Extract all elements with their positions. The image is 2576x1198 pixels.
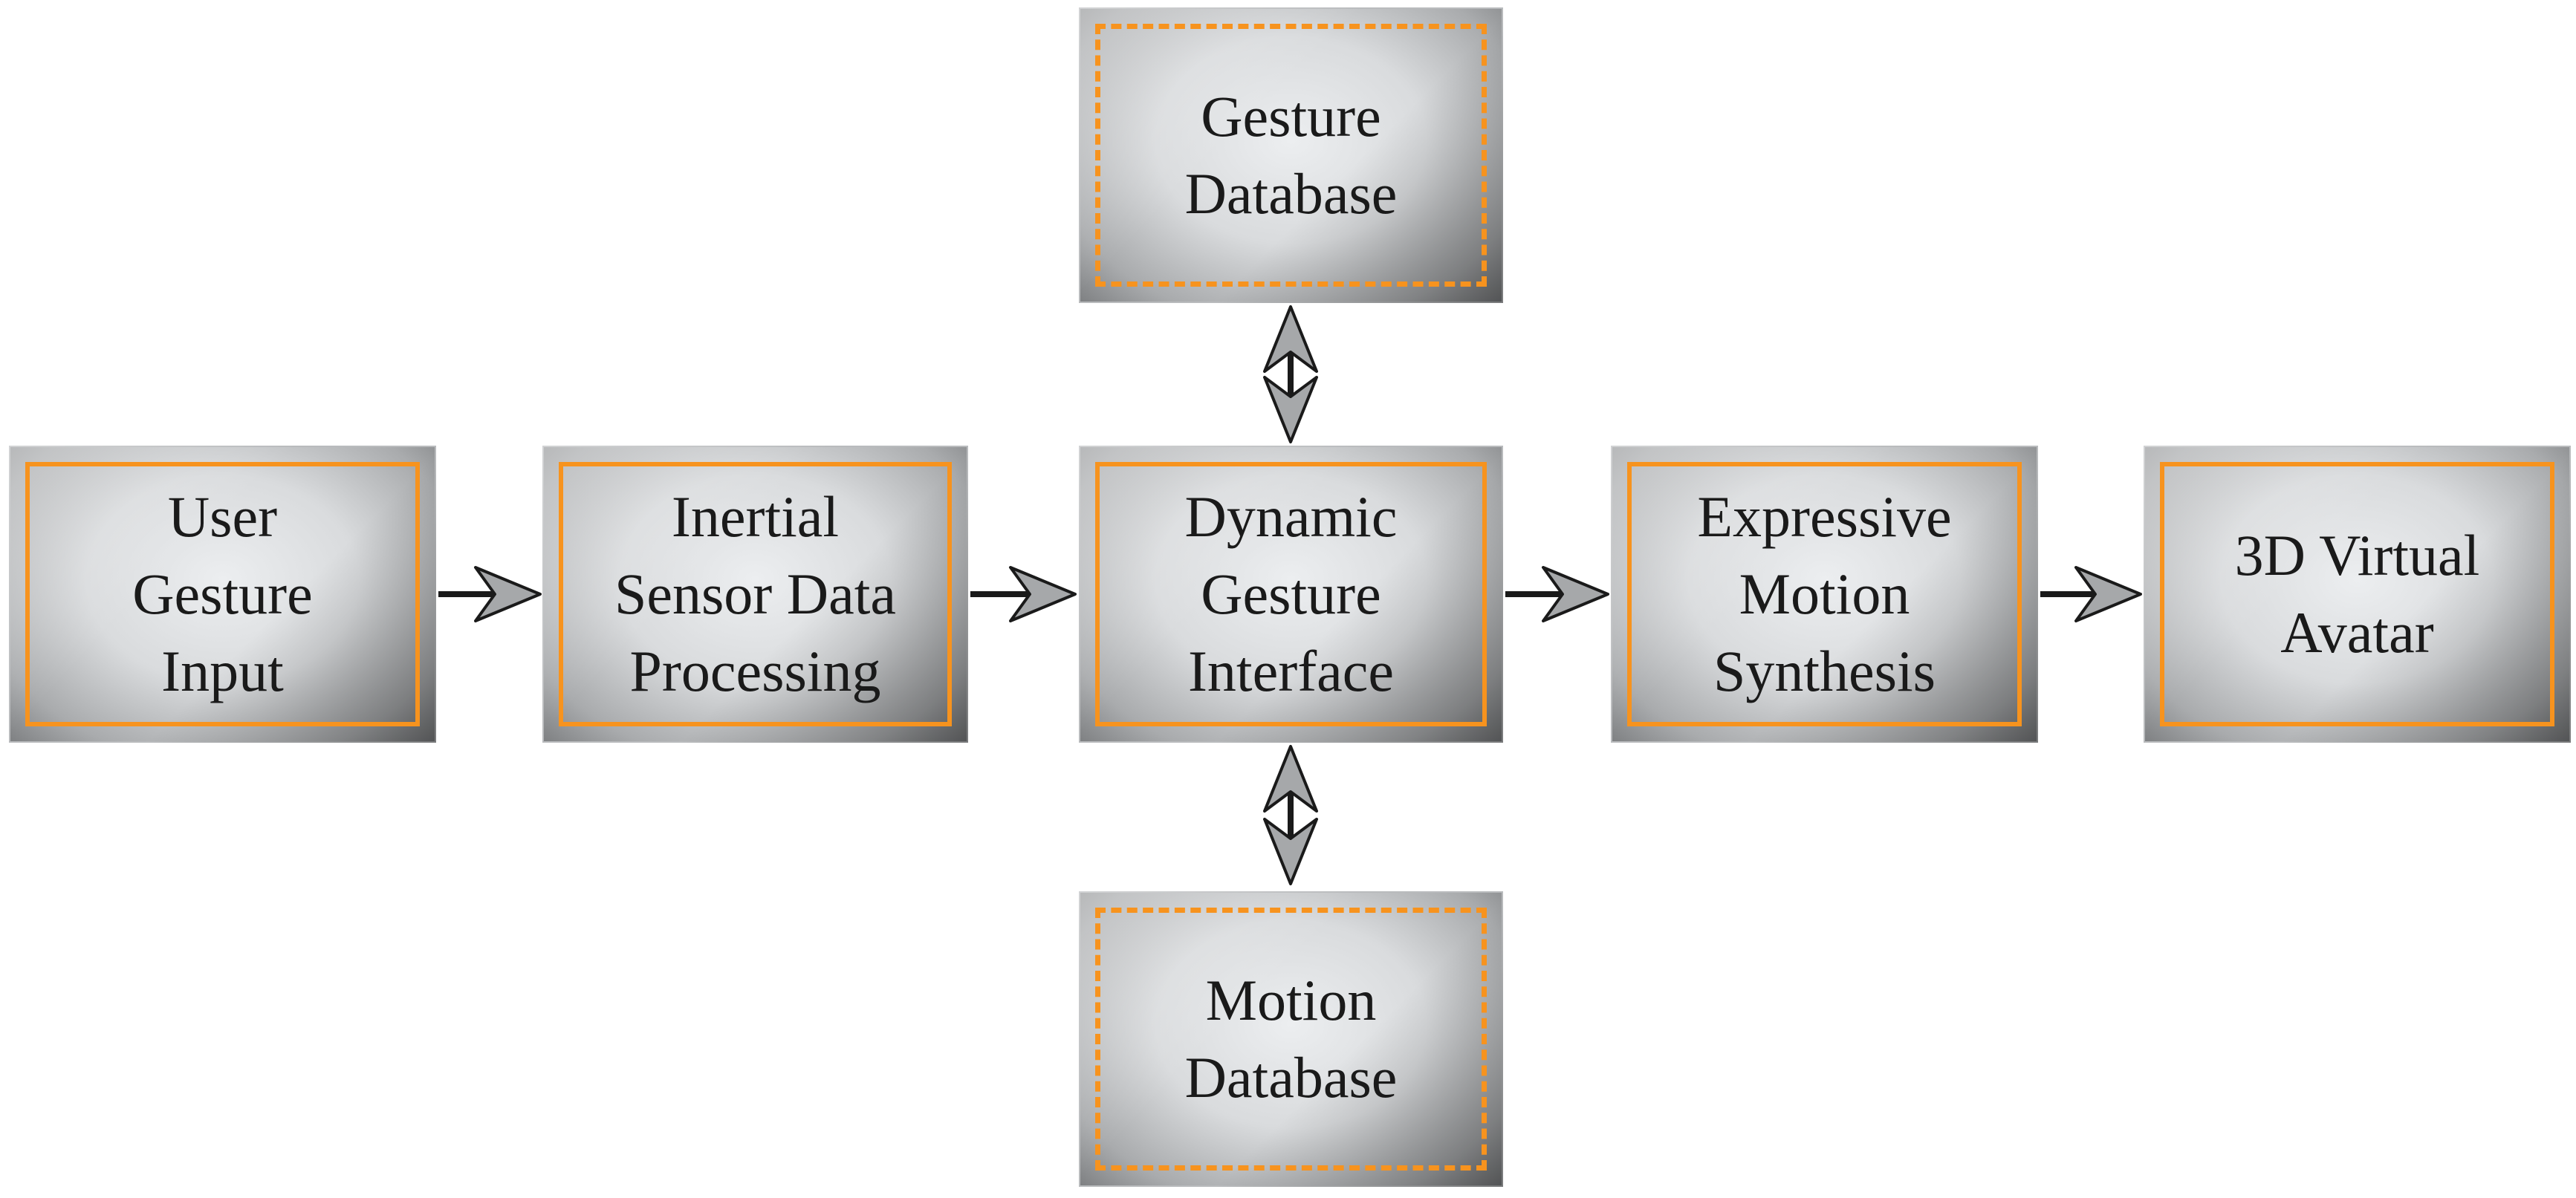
node-frame	[25, 462, 420, 726]
node-frame-dashed	[1095, 908, 1487, 1171]
node-inertial-sensor-data-processing: Inertial Sensor Data Processing	[542, 446, 968, 743]
node-label: Motion Database	[1184, 968, 1398, 1110]
arrow-user-to-inertial	[438, 566, 542, 622]
node-3d-virtual-avatar: 3D Virtual Avatar	[2144, 446, 2571, 743]
node-frame	[2160, 462, 2554, 726]
node-dynamic-gesture-interface: Dynamic Gesture Interface	[1079, 446, 1503, 743]
arrow-inertial-to-dynamic	[970, 566, 1077, 622]
node-frame	[559, 462, 952, 726]
node-frame	[1095, 462, 1487, 726]
node-frame-dashed	[1095, 24, 1487, 287]
node-label: 3D Virtual Avatar	[2234, 523, 2480, 665]
double-arrow-gesture-database	[1263, 305, 1318, 443]
node-label: User Gesture Input	[132, 484, 313, 703]
node-label: Inertial Sensor Data Processing	[614, 484, 897, 703]
node-label: Gesture Database	[1184, 84, 1398, 226]
node-frame	[1627, 462, 2022, 726]
node-label: Dynamic Gesture Interface	[1184, 484, 1398, 703]
node-expressive-motion-synthesis: Expressive Motion Synthesis	[1611, 446, 2038, 743]
arrow-dynamic-to-expressive	[1505, 566, 1609, 622]
arrow-expressive-to-avatar	[2040, 566, 2142, 622]
node-motion-database: Motion Database	[1079, 891, 1503, 1187]
node-label: Expressive Motion Synthesis	[1697, 484, 1952, 703]
node-gesture-database: Gesture Database	[1079, 7, 1503, 303]
node-user-gesture-input: User Gesture Input	[9, 446, 436, 743]
double-arrow-motion-database	[1263, 745, 1318, 885]
